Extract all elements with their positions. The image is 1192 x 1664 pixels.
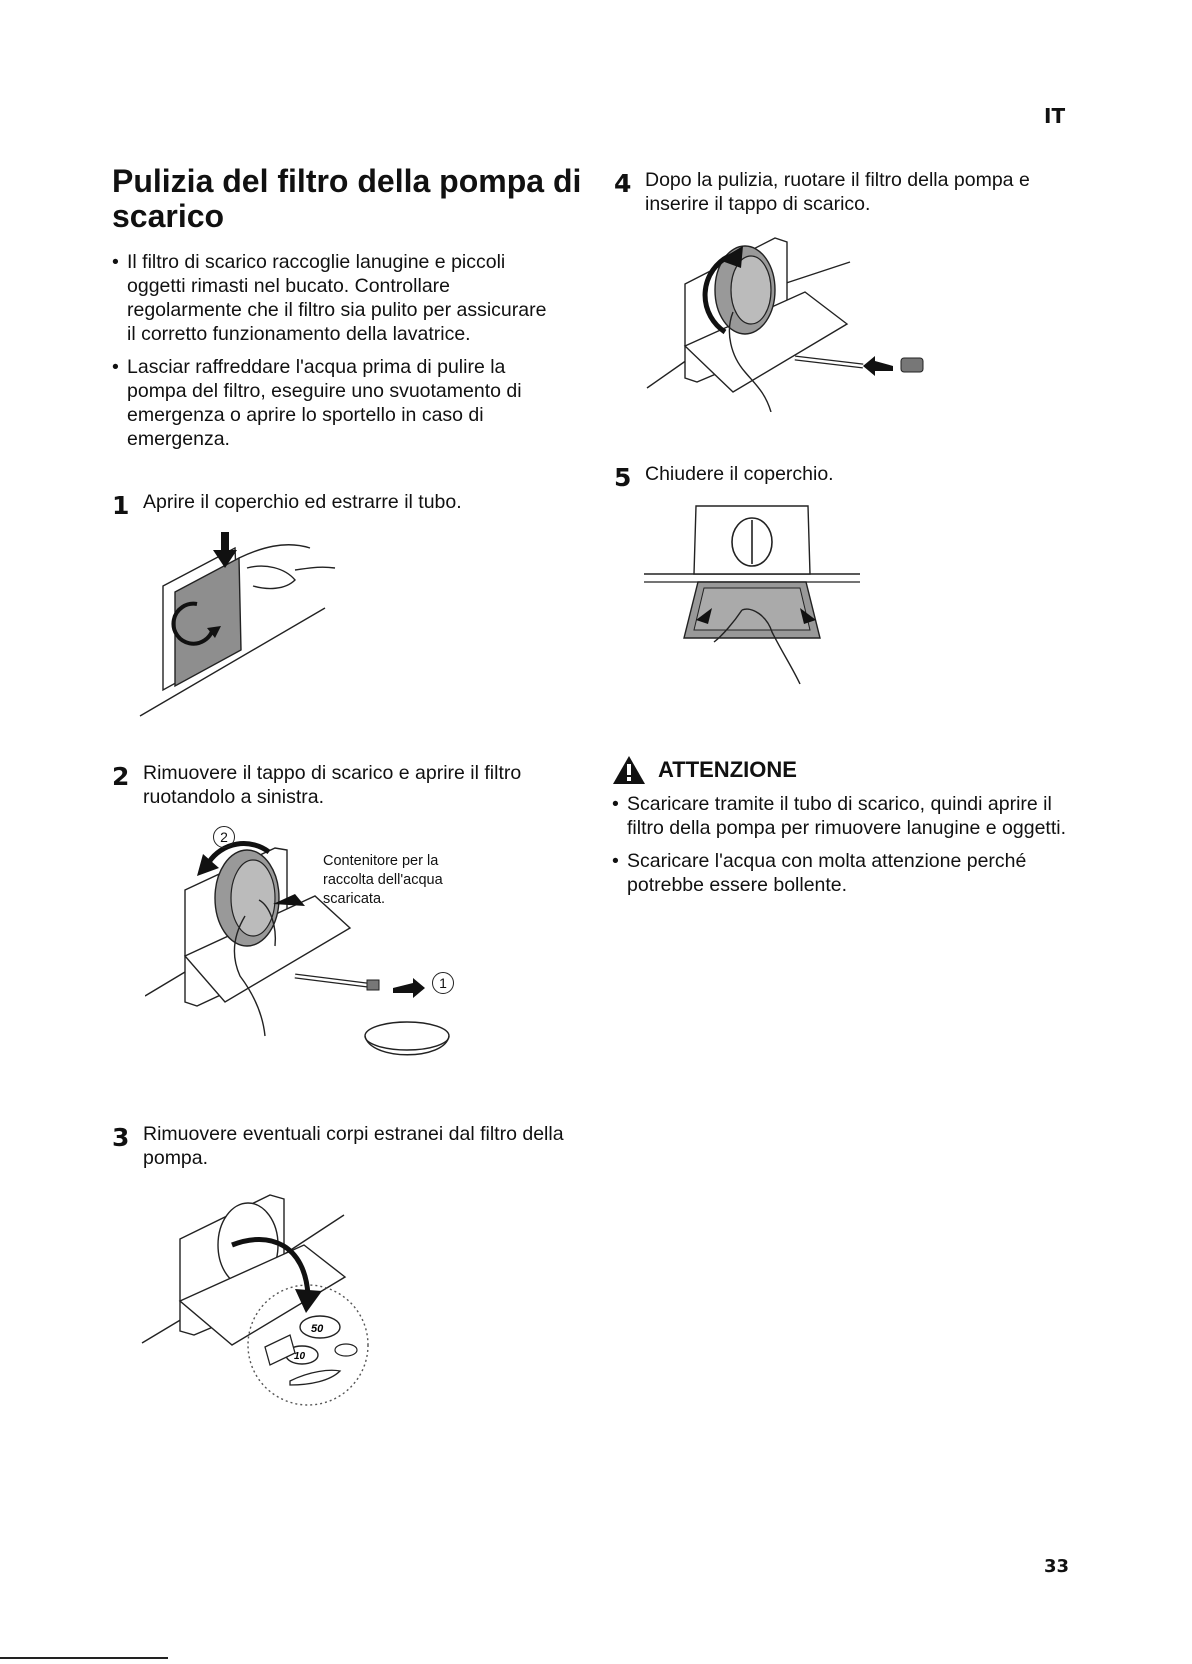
step-number: 5	[614, 463, 632, 492]
language-code: IT	[1044, 104, 1066, 128]
intro-bullet: Lasciar raffreddare l'acqua prima di pul…	[112, 355, 552, 451]
intro-bullet-list: Il filtro di scarico raccoglie lanugine …	[112, 250, 552, 460]
warning-triangle-icon	[612, 755, 646, 790]
page-number: 33	[1044, 1556, 1070, 1577]
step-4-illustration	[645, 232, 935, 412]
step-4: 4 Dopo la pulizia, ruotare il filtro del…	[614, 168, 1074, 216]
warning-bullet-list: Scaricare tramite il tubo di scarico, qu…	[612, 792, 1072, 906]
step-text: Rimuovere il tappo di scarico e aprire i…	[143, 762, 522, 808]
step-1: 1 Aprire il coperchio ed estrarre il tub…	[112, 490, 572, 518]
step-2: 2 Rimuovere il tappo di scarico e aprire…	[112, 761, 572, 809]
step-text: Chiudere il coperchio.	[645, 463, 834, 485]
step-2-illustration	[145, 836, 465, 1066]
step-number: 4	[614, 169, 632, 198]
step-3-illustration: 50 10	[140, 1185, 380, 1410]
warning-bullet: Scaricare tramite il tubo di scarico, qu…	[612, 792, 1072, 840]
step-text: Rimuovere eventuali corpi estranei dal f…	[143, 1123, 564, 1169]
warning-bullet: Scaricare l'acqua con molta attenzione p…	[612, 849, 1072, 897]
step-5: 5 Chiudere il coperchio.	[614, 462, 1074, 490]
step-text: Aprire il coperchio ed estrarre il tubo.	[143, 491, 462, 513]
marker-2-circle: 2	[213, 826, 235, 848]
drain-container-callout: Contenitore per la raccolta dell'acqua s…	[323, 853, 443, 907]
coin-50-label: 50	[311, 1323, 324, 1335]
step-5-illustration	[642, 502, 872, 687]
footer-rule	[0, 1657, 168, 1659]
warning-title: ATTENZIONE	[658, 757, 797, 782]
marker-1-circle: 1	[432, 972, 454, 994]
step-number: 1	[112, 491, 130, 520]
coin-10-label: 10	[294, 1351, 306, 1362]
step-3: 3 Rimuovere eventuali corpi estranei dal…	[112, 1122, 572, 1170]
step-text: Dopo la pulizia, ruotare il filtro della…	[645, 169, 1030, 215]
page-title: Pulizia del filtro della pompa di scaric…	[112, 163, 582, 234]
step-1-illustration	[135, 528, 355, 724]
intro-bullet: Il filtro di scarico raccoglie lanugine …	[112, 250, 552, 346]
step-number: 2	[112, 762, 130, 791]
step-number: 3	[112, 1123, 130, 1152]
